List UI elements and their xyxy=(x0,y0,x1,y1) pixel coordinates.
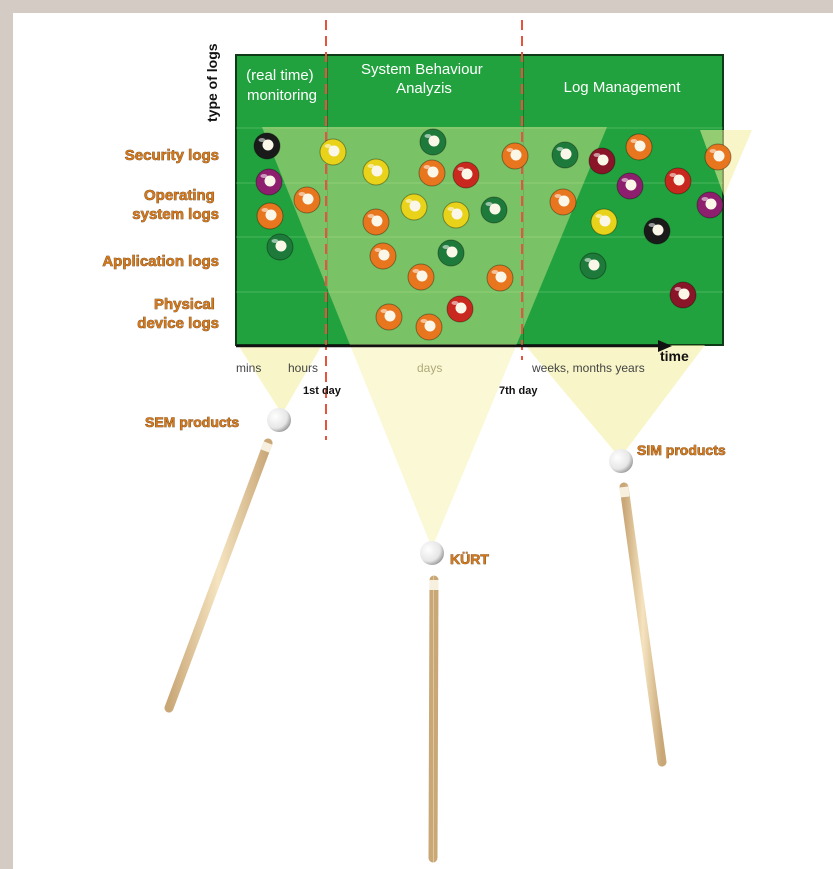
billiard-ball xyxy=(418,159,446,187)
billiard-ball xyxy=(375,303,403,331)
billiard-ball xyxy=(369,242,397,270)
sem-light-cone xyxy=(238,345,322,414)
billiard-ball xyxy=(664,167,692,195)
tick-hours: hours xyxy=(288,361,318,375)
tick-days: days xyxy=(417,361,442,375)
label-kurt: KÜRT xyxy=(450,551,489,567)
billiard-ball xyxy=(486,264,514,292)
billiard-ball xyxy=(616,172,644,200)
row-label-os: Operating system logs xyxy=(132,187,219,223)
billiard-ball xyxy=(419,128,447,156)
billiard-ball xyxy=(480,196,508,224)
day-marker-1st: 1st day xyxy=(303,385,342,397)
billiard-ball xyxy=(625,133,653,161)
tick-weeks: weeks, months years xyxy=(531,361,645,375)
billiard-ball xyxy=(551,141,579,169)
billiard-ball xyxy=(407,263,435,291)
sim-cue-tip xyxy=(619,486,630,498)
sim-cue xyxy=(609,449,667,767)
day-marker-7th: 7th day xyxy=(499,385,538,397)
billiard-ball xyxy=(442,201,470,229)
billiard-ball xyxy=(362,158,390,186)
billiard-ball xyxy=(253,132,281,160)
billiard-ball xyxy=(400,193,428,221)
row-label-application: Application logs xyxy=(102,253,219,270)
row-label-physical: Physical device logs xyxy=(137,296,219,332)
billiard-ball xyxy=(588,147,616,175)
sem-cue-tip xyxy=(260,441,273,453)
kurt-cue-ball xyxy=(420,541,444,565)
col-header-system-behaviour: System Behaviour Analyzis xyxy=(361,61,487,97)
billiard-ball xyxy=(256,202,284,230)
kurt-cue xyxy=(420,541,444,863)
x-axis-label: time xyxy=(660,348,689,364)
label-sim-products: SIM products xyxy=(637,442,726,458)
sem-cue-stick xyxy=(164,438,273,713)
row-label-security: Security logs xyxy=(125,147,219,164)
sem-cue xyxy=(164,408,291,713)
billiard-ball xyxy=(319,138,347,166)
billiard-ball xyxy=(579,252,607,280)
billiard-ball xyxy=(452,161,480,189)
kurt-cue-stick xyxy=(428,575,439,863)
sim-light-cone xyxy=(525,345,705,458)
column-separator-left xyxy=(327,56,328,344)
billiard-ball xyxy=(362,208,390,236)
sem-cue-ball xyxy=(267,408,291,432)
billiard-ball xyxy=(696,191,724,219)
label-sem-products: SEM products xyxy=(145,414,239,430)
billiard-ball xyxy=(293,186,321,214)
tick-mins: mins xyxy=(236,361,261,375)
sim-cue-stick xyxy=(619,482,667,767)
billiard-ball xyxy=(501,142,529,170)
col-header-log-management: Log Management xyxy=(564,79,682,96)
billiard-ball xyxy=(437,239,465,267)
billiard-ball xyxy=(704,143,732,171)
billiard-ball xyxy=(255,168,283,196)
billiard-balls xyxy=(253,128,732,341)
sim-cue-ball xyxy=(609,449,633,473)
billiard-ball xyxy=(643,217,671,245)
billiard-ball xyxy=(415,313,443,341)
column-separator-right xyxy=(523,56,524,344)
y-axis-label: type of logs xyxy=(204,43,220,122)
billiard-ball xyxy=(446,295,474,323)
billiard-ball xyxy=(590,208,618,236)
billiard-ball xyxy=(266,233,294,261)
time-axis-arrow xyxy=(658,340,672,352)
billiard-ball xyxy=(549,188,577,216)
col-header-monitoring: (real time) monitoring xyxy=(246,67,318,104)
billiard-ball xyxy=(669,281,697,309)
